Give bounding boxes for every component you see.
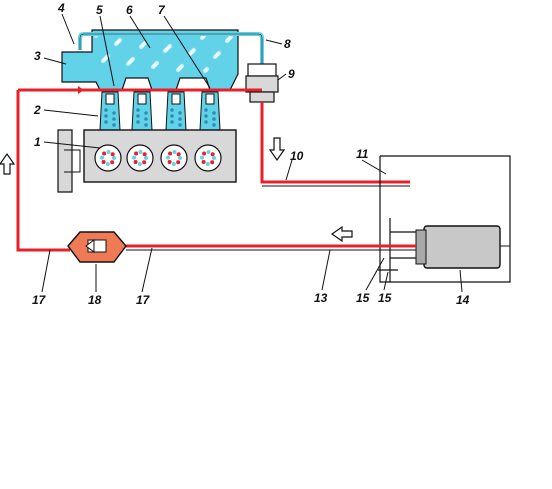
injector [99,91,121,131]
air-particle [224,38,230,44]
air-particle [125,61,131,67]
fuel-spray [144,111,148,115]
fuel-spray [112,117,116,121]
flow-arrow-down-icon [268,137,286,162]
fuel-spray [104,120,108,124]
injector [199,91,221,131]
engine-block [83,129,237,183]
fuel-spray [104,114,108,118]
fuel-spray [170,120,174,124]
air-particle [162,48,168,54]
label-7: 7 [158,3,166,17]
fuel-spray [104,108,108,112]
label-15-a: 15 [356,291,370,305]
flow-arrow-up-icon [0,152,16,175]
supply-line [126,244,416,251]
fuel-rail-arrow-icon [78,86,84,94]
label-14: 14 [456,293,470,307]
injector-body [105,93,115,105]
return-line [260,102,410,187]
air-particle [100,58,106,64]
label-5: 5 [96,3,103,17]
air-particle [113,41,119,47]
label-15-b: 15 [378,291,392,305]
label-17-right: 17 [136,293,151,307]
injector [165,91,187,131]
label-1: 1 [34,135,41,149]
label-2: 2 [33,103,41,117]
label-18: 18 [88,293,102,307]
label-8: 8 [284,37,291,51]
engine-bracket [57,129,81,193]
flow-arrow-left-icon [330,225,353,243]
vent-pipe [78,32,264,64]
label-10: 10 [290,149,304,163]
fuel-spray [178,111,182,115]
air-particle [138,44,144,50]
fuel-spray [204,108,208,112]
part-labels: 4 5 6 7 3 8 9 2 1 10 11 17 18 17 13 15 1… [32,1,470,307]
cylinder [194,144,222,172]
fuel-spray [112,111,116,115]
injector-body [137,93,147,105]
intake-manifold [61,29,239,91]
fuel-spray [178,117,182,121]
air-particle [199,35,205,41]
intake-manifold-body [61,29,239,91]
injector-body [205,93,215,105]
injector [131,91,153,131]
leader-lines [41,13,463,293]
fuel-rail [16,86,262,252]
fuel-filter [67,231,127,263]
label-4: 4 [57,1,65,15]
fuel-spray [178,123,182,127]
fuel-spray [204,114,208,118]
fuel-spray [136,108,140,112]
air-particle [202,68,208,74]
fuel-spray [170,114,174,118]
label-6: 6 [126,3,133,17]
fuel-spray [144,117,148,121]
injector-body [171,93,181,105]
cylinder [160,144,188,172]
label-3: 3 [34,49,41,63]
label-11: 11 [356,147,369,161]
fuel-spray [136,120,140,124]
air-particle [175,67,181,73]
fuel-spray [212,117,216,121]
fuel-spray [212,123,216,127]
filter-flow-arrow-icon [85,239,95,253]
air-particle [212,54,218,60]
label-17-left: 17 [32,293,47,307]
fuel-spray [204,120,208,124]
fuel-spray [212,111,216,115]
label-9: 9 [288,67,295,81]
cylinder [94,144,122,172]
pressure-regulator [245,63,279,103]
fuel-pump [415,225,510,269]
fuel-spray [136,114,140,118]
fuel-spray [112,123,116,127]
injectors [99,91,221,131]
label-13: 13 [314,291,328,305]
cylinder [126,144,154,172]
fuel-spray [170,108,174,112]
fuel-spray [144,123,148,127]
air-particle [150,64,156,70]
fuel-tank [379,155,511,283]
